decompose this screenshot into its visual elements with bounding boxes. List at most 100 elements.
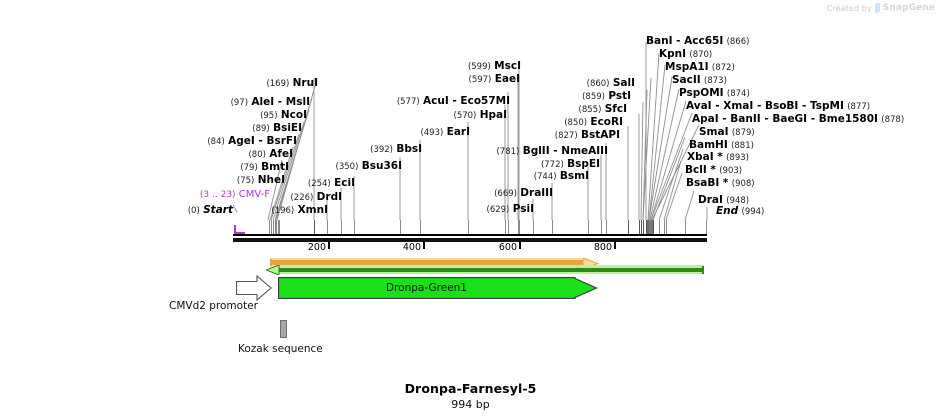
enzyme-position: (872) xyxy=(711,63,735,73)
enzyme-name: DraIII xyxy=(520,187,553,199)
enzyme-name: XbaI * xyxy=(687,151,723,163)
primer-track-cmv-f[interactable] xyxy=(234,225,245,234)
enzyme-label-mspa1i[interactable]: MspA1I (872) xyxy=(665,62,735,74)
enzyme-name: EaeI xyxy=(494,73,520,85)
enzyme-label-sacii[interactable]: SacII (873) xyxy=(672,75,727,87)
feature-green-region[interactable] xyxy=(266,265,706,275)
promoter-arrow-icon xyxy=(235,274,272,302)
feature-kozak-sequence[interactable] xyxy=(280,320,287,338)
snapgene-watermark: Created by SnapGene xyxy=(827,3,935,13)
enzyme-label-bsabi[interactable]: BsaBI * (908) xyxy=(686,178,755,190)
primer-name: CMV-F xyxy=(238,189,270,200)
terminus-label-end[interactable]: End (994) xyxy=(716,205,764,217)
enzyme-position: (570) xyxy=(453,111,477,121)
enzyme-position: (744) xyxy=(533,172,557,182)
enzyme-position: (75) xyxy=(236,176,255,186)
enzyme-label-ecii[interactable]: (254) EciI xyxy=(0,178,355,190)
enzyme-name: SacII xyxy=(672,74,701,86)
enzyme-name: Bsu36I xyxy=(361,160,402,172)
enzyme-label-drdi[interactable]: (226) DrdI xyxy=(0,192,342,204)
enzyme-label-bsmi[interactable]: (744) BsmI xyxy=(0,171,589,183)
feature-dronpa-green1[interactable]: Dronpa-Green1 xyxy=(278,277,598,299)
enzyme-label-msci[interactable]: (599) MscI xyxy=(0,61,521,73)
enzyme-position: (669) xyxy=(494,189,517,199)
enzyme-position: (877) xyxy=(847,102,871,112)
enzyme-position: (350) xyxy=(335,162,359,172)
title-block: Dronpa-Farnesyl-5 994 bp xyxy=(0,381,941,411)
enzyme-label-acui-eco57mi[interactable]: (577) AcuI - Eco57MI xyxy=(0,96,510,108)
primer-label-cmv-f[interactable]: (3 .. 23) CMV-F xyxy=(0,189,270,200)
enzyme-label-bglii-nmeaiii[interactable]: (781) BglII - NmeAIII xyxy=(0,146,608,158)
enzyme-position: (89) xyxy=(252,124,270,134)
enzyme-label-kpni[interactable]: KpnI (870) xyxy=(659,49,712,61)
enzyme-name: BsaBI * xyxy=(686,177,729,189)
enzyme-tick-marks xyxy=(233,220,707,234)
enzyme-label-alei-msli[interactable]: (97) AleI - MslI xyxy=(0,97,310,109)
enzyme-label-sali[interactable]: (860) SalI xyxy=(0,78,635,90)
terminus-label-start[interactable]: (0) Start xyxy=(0,204,233,216)
enzyme-label-hpai[interactable]: (570) HpaI xyxy=(0,109,508,122)
enzyme-name: BsiEI xyxy=(273,122,302,134)
watermark-brand: SnapGene xyxy=(882,3,935,13)
enzyme-label-nrui[interactable]: (169) NruI xyxy=(0,78,318,90)
enzyme-label-bmti[interactable]: (79) BmtI xyxy=(0,162,289,174)
snapgene-logo-icon xyxy=(874,3,880,13)
enzyme-position: (903) xyxy=(719,166,743,176)
enzyme-name: BanI - Acc65I xyxy=(646,35,724,47)
enzyme-position: (893) xyxy=(726,153,749,163)
enzyme-label-pspomi[interactable]: PspOMI (874) xyxy=(679,88,750,100)
enzyme-name: KpnI xyxy=(659,48,687,60)
feature-cmvd2-promoter[interactable] xyxy=(235,274,272,302)
enzyme-position: (169) xyxy=(266,79,290,89)
enzyme-name: BspEI xyxy=(567,158,600,170)
enzyme-label-xbai[interactable]: XbaI * (893) xyxy=(687,152,749,164)
enzyme-position: (866) xyxy=(726,37,750,47)
enzyme-label-draiii[interactable]: (669) DraIII xyxy=(0,188,553,200)
enzyme-name: BstAPI xyxy=(580,129,620,141)
enzyme-label-xmni[interactable]: (196) XmnI xyxy=(0,205,328,217)
enzyme-position: (79) xyxy=(240,163,258,173)
enzyme-position: (196) xyxy=(271,206,295,216)
enzyme-name: DrdI xyxy=(316,191,342,203)
enzyme-label-bcli[interactable]: BclI * (903) xyxy=(685,165,742,177)
enzyme-label-bsiei[interactable]: (89) BsiEI xyxy=(0,123,302,135)
enzyme-label-smai[interactable]: SmaI (879) xyxy=(699,127,755,139)
enzyme-label-bspei[interactable]: (772) BspEI xyxy=(0,159,600,171)
enzyme-position: (84) xyxy=(207,137,225,147)
enzyme-label-eaei[interactable]: (597) EaeI xyxy=(0,73,521,86)
enzyme-position: (226) xyxy=(290,193,314,203)
ruler-label: 800 xyxy=(593,242,612,253)
enzyme-label-psti[interactable]: (859) PstI xyxy=(0,91,631,103)
enzyme-name: AcuI - Eco57MI xyxy=(423,95,510,107)
enzyme-label-bbsi[interactable]: (392) BbsI xyxy=(0,144,422,156)
enzyme-label-bani-acc65i[interactable]: BanI - Acc65I (866) xyxy=(646,36,749,48)
enzyme-position: (629) xyxy=(486,205,510,215)
ruler-label: 400 xyxy=(402,242,421,253)
enzyme-label-psii[interactable]: (629) PsiI xyxy=(0,204,534,216)
enzyme-label-drai[interactable]: DraI (948) xyxy=(698,195,749,207)
enzyme-name: BamHI xyxy=(689,139,728,151)
plasmid-title: Dronpa-Farnesyl-5 xyxy=(404,381,537,396)
enzyme-name: HpaI xyxy=(479,109,507,121)
enzyme-label-nhei[interactable]: (75) NheI xyxy=(0,175,285,187)
enzyme-label-afei[interactable]: (80) AfeI xyxy=(0,149,293,161)
enzyme-label-eari[interactable]: (493) EarI xyxy=(0,127,470,139)
feature-label-dronpa-green1: Dronpa-Green1 xyxy=(385,282,467,294)
enzyme-name: BsmI xyxy=(559,170,589,182)
enzyme-position: (781) xyxy=(496,147,520,157)
enzyme-position: (860) xyxy=(586,79,610,89)
enzyme-label-apai-banii-baegi-bme1580i[interactable]: ApaI - BanII - BaeGI - Bme1580I (878) xyxy=(692,114,904,126)
enzyme-name: BbsI xyxy=(396,143,422,155)
enzyme-label-bamhi[interactable]: BamHI (881) xyxy=(689,140,754,152)
enzyme-label-sfci[interactable]: (855) SfcI xyxy=(0,104,627,116)
enzyme-label-ncoi[interactable]: (95) NcoI xyxy=(0,110,307,122)
enzyme-position: (493) xyxy=(420,128,444,138)
enzyme-label-agei-bsrfi[interactable]: (84) AgeI - BsrFI xyxy=(0,136,297,148)
enzyme-position: (881) xyxy=(731,141,754,151)
enzyme-position: (874) xyxy=(726,89,750,99)
enzyme-label-bstapi[interactable]: (827) BstAPI xyxy=(0,130,620,142)
enzyme-label-ecori[interactable]: (850) EcoRI xyxy=(0,117,623,129)
enzyme-label-bsu36i[interactable]: (350) Bsu36I xyxy=(0,161,402,173)
enzyme-label-avai-xmai-bsobi-tspmi[interactable]: AvaI - XmaI - BsoBI - TspMI (877) xyxy=(686,101,870,113)
